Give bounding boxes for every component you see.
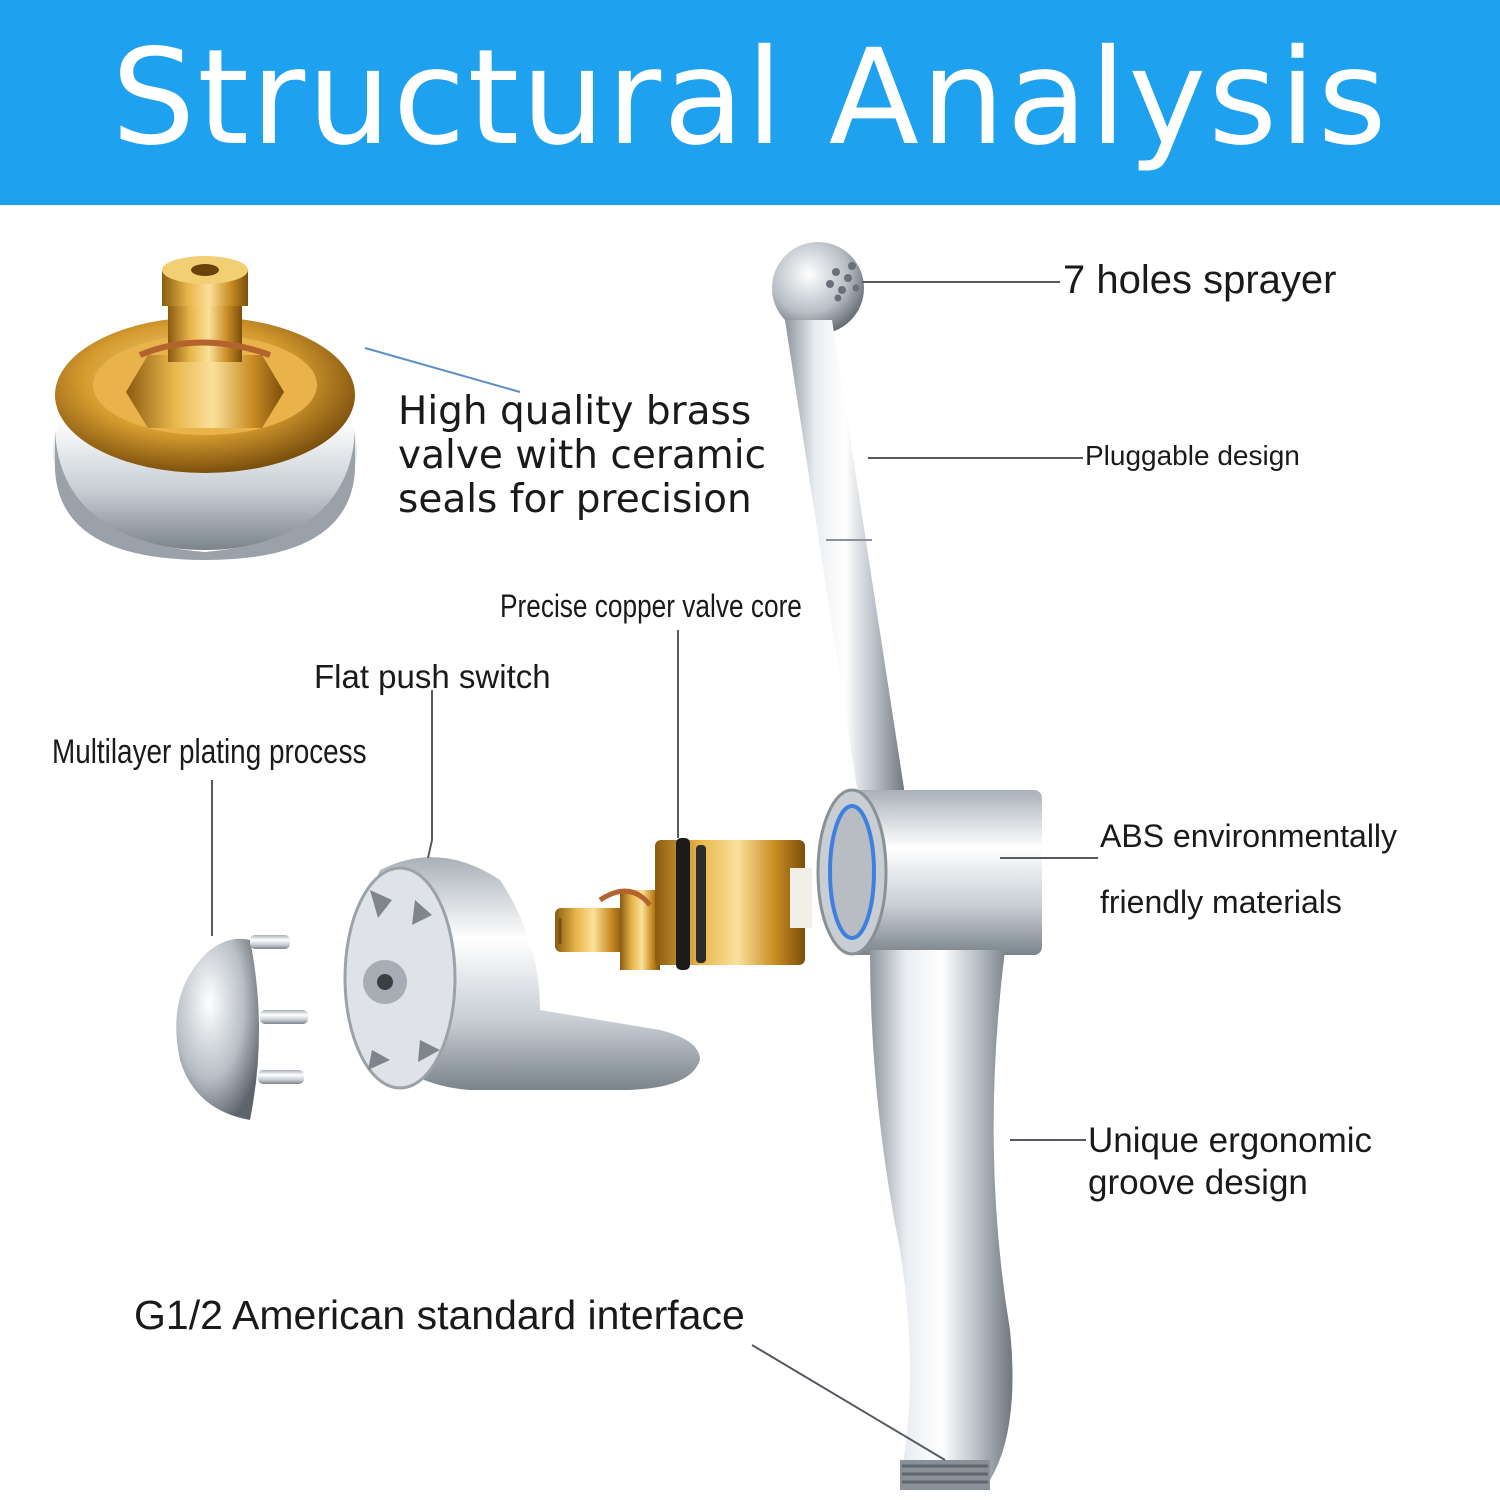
callout-abs-line2: friendly materials xyxy=(1100,884,1342,920)
callout-copper-core: Precise copper valve core xyxy=(500,588,802,624)
callout-ergo-line2: groove design xyxy=(1088,1163,1308,1202)
callout-flat-switch: Flat push switch xyxy=(314,658,551,695)
page-title: Structural Analysis xyxy=(111,21,1389,175)
callout-abs-line1: ABS environmentally xyxy=(1100,818,1398,854)
callout-interface: G1/2 American standard interface xyxy=(134,1292,745,1338)
sprayer-handle-icon xyxy=(772,242,1042,1490)
callout-ergonomic: Unique ergonomic groove design xyxy=(1088,1120,1372,1204)
title-banner: Structural Analysis xyxy=(0,0,1500,205)
callout-brass-line3: seals for precision xyxy=(398,477,752,522)
leader-lines xyxy=(211,281,1098,1461)
callout-brass-valve: High quality brass valve with ceramic se… xyxy=(398,390,766,522)
brass-valve-closeup-icon xyxy=(53,256,357,560)
callout-plating: Multilayer plating process xyxy=(52,733,367,771)
callout-sprayer: 7 holes sprayer xyxy=(1063,258,1337,302)
push-switch-icon xyxy=(343,857,700,1090)
callout-brass-line2: valve with ceramic xyxy=(398,433,767,478)
callout-pluggable: Pluggable design xyxy=(1085,440,1300,471)
valve-core-icon xyxy=(555,838,812,970)
plating-cap-icon xyxy=(176,935,308,1120)
brass-leader-line xyxy=(364,347,521,393)
callout-brass-line1: High quality brass xyxy=(398,389,752,434)
callout-ergo-line1: Unique ergonomic xyxy=(1088,1121,1373,1160)
